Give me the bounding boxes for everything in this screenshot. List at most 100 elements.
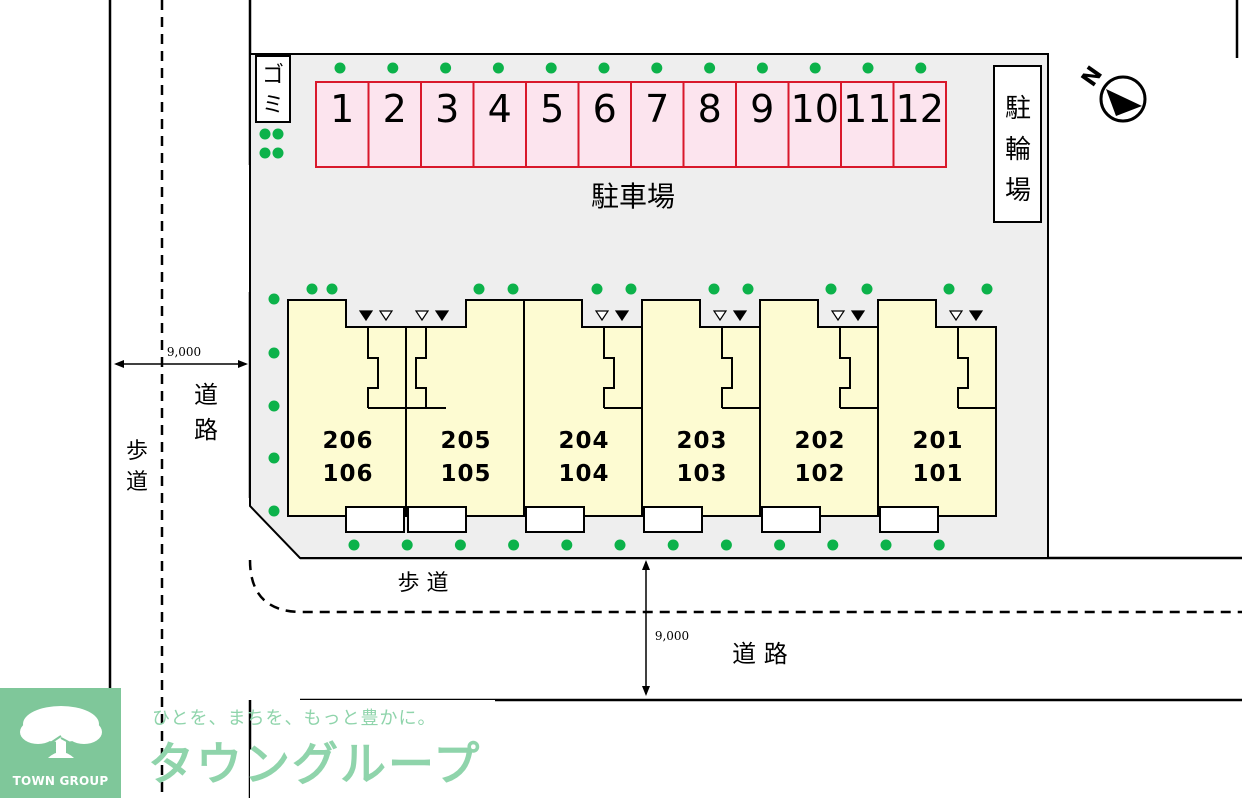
balcony <box>525 506 585 533</box>
tree-icon <box>742 283 754 295</box>
building-unit <box>877 299 997 517</box>
parking-space-number: 6 <box>593 87 617 131</box>
bottom-road-dimension: 9,000 <box>642 560 689 696</box>
tree-icon <box>348 539 360 551</box>
unit-upper-number: 202 <box>794 428 845 454</box>
brand-slogan: ひとを、まちを、もっと豊かに。 <box>152 708 437 729</box>
bicycle-parking-label-3: 場 <box>1005 176 1031 206</box>
unit-upper-number: 201 <box>912 428 963 454</box>
trees <box>259 62 993 551</box>
compass-arrow-icon <box>1106 89 1142 116</box>
tree-icon <box>545 62 557 74</box>
unit-upper-number: 204 <box>558 428 609 454</box>
stair-detail <box>603 327 615 408</box>
tree-icon <box>614 539 626 551</box>
bottom-road-label: 道 路 <box>732 640 788 668</box>
entrance-triangle-icon <box>850 310 866 322</box>
parking-space <box>735 81 790 168</box>
stair-detail <box>415 327 427 408</box>
tree-icon <box>880 539 892 551</box>
left-road-label-1: 道 <box>194 381 218 409</box>
entrance-triangle-icon <box>830 310 846 322</box>
parking-space-number: 3 <box>435 87 459 131</box>
left-sidewalk-label-2: 道 <box>126 470 148 495</box>
parking-space-number: 4 <box>488 87 512 131</box>
entrance-triangle-icon <box>414 310 430 322</box>
tree-icon <box>272 147 284 159</box>
tree-icon <box>704 62 716 74</box>
left-road-width-label: 9,000 <box>167 345 201 359</box>
balcony <box>761 506 821 533</box>
logo-backdrop <box>250 700 495 798</box>
tree-icon <box>933 539 945 551</box>
tree-icon <box>473 283 485 295</box>
tree-icon <box>827 539 839 551</box>
tree-icon <box>272 128 284 140</box>
entrance-triangle-icon <box>358 310 374 322</box>
garbage-label-1: ゴ <box>262 63 284 88</box>
tree-icon <box>598 62 610 74</box>
brand-wordmark: タウングループ <box>148 737 482 791</box>
stair-detail <box>839 327 851 408</box>
bicycle-parking <box>993 65 1042 223</box>
unit-lower-number: 103 <box>676 461 727 487</box>
tree-icon <box>492 62 504 74</box>
tree-icon <box>268 293 280 305</box>
garbage-label-2: ミ <box>262 93 284 118</box>
left-sidewalk-label-1: 歩 <box>126 439 148 464</box>
tree-icon <box>259 128 271 140</box>
parking-space-number: 10 <box>791 87 839 131</box>
balcony <box>643 506 703 533</box>
bottom-sidewalk-label: 歩 道 <box>398 571 449 596</box>
tree-icon <box>440 62 452 74</box>
tree-logo-icon <box>20 706 102 758</box>
stair-detail <box>367 327 379 408</box>
tree-icon <box>774 539 786 551</box>
tree-icon <box>943 283 955 295</box>
tree-icon <box>387 62 399 74</box>
entrance-triangle-icon <box>594 310 610 322</box>
tree-icon <box>625 283 637 295</box>
unit-lower-number: 102 <box>794 461 845 487</box>
unit-lower-number: 105 <box>440 461 491 487</box>
garbage-area <box>255 55 291 123</box>
bicycle-parking-label-2: 輪 <box>1005 135 1031 165</box>
parking-space-number: 11 <box>843 87 891 131</box>
parking-space <box>892 81 947 168</box>
stair-detail <box>721 327 733 408</box>
parking-space <box>787 81 842 168</box>
parking-space <box>525 81 580 168</box>
tree-icon <box>720 539 732 551</box>
parking-space <box>315 81 370 168</box>
parking-space <box>577 81 632 168</box>
parking-space <box>472 81 527 168</box>
tree-icon <box>268 347 280 359</box>
parking-space-number: 7 <box>645 87 669 131</box>
tree-icon <box>708 283 720 295</box>
parking-space-number: 8 <box>698 87 722 131</box>
parking-space <box>420 81 475 168</box>
unit-upper-number: 206 <box>322 428 373 454</box>
entrance-triangle-icon <box>732 310 748 322</box>
tree-icon <box>401 539 413 551</box>
balcony <box>345 506 405 533</box>
parking-space-number: 2 <box>383 87 407 131</box>
tree-icon <box>651 62 663 74</box>
parking-space <box>367 81 422 168</box>
unit-lower-number: 101 <box>912 461 963 487</box>
tree-icon <box>507 283 519 295</box>
unit-upper-number: 205 <box>440 428 491 454</box>
entrance-triangle-icon <box>712 310 728 322</box>
tree-icon <box>306 283 318 295</box>
tree-icon <box>809 62 821 74</box>
parking-space <box>630 81 685 168</box>
brand-logo: TOWN GROUP <box>0 688 121 798</box>
parking-label: 駐車場 <box>591 180 675 213</box>
tree-icon <box>268 505 280 517</box>
unit-lower-number: 106 <box>322 461 373 487</box>
left-road-label-2: 路 <box>194 416 218 444</box>
tree-icon <box>981 283 993 295</box>
tree-icon <box>259 147 271 159</box>
